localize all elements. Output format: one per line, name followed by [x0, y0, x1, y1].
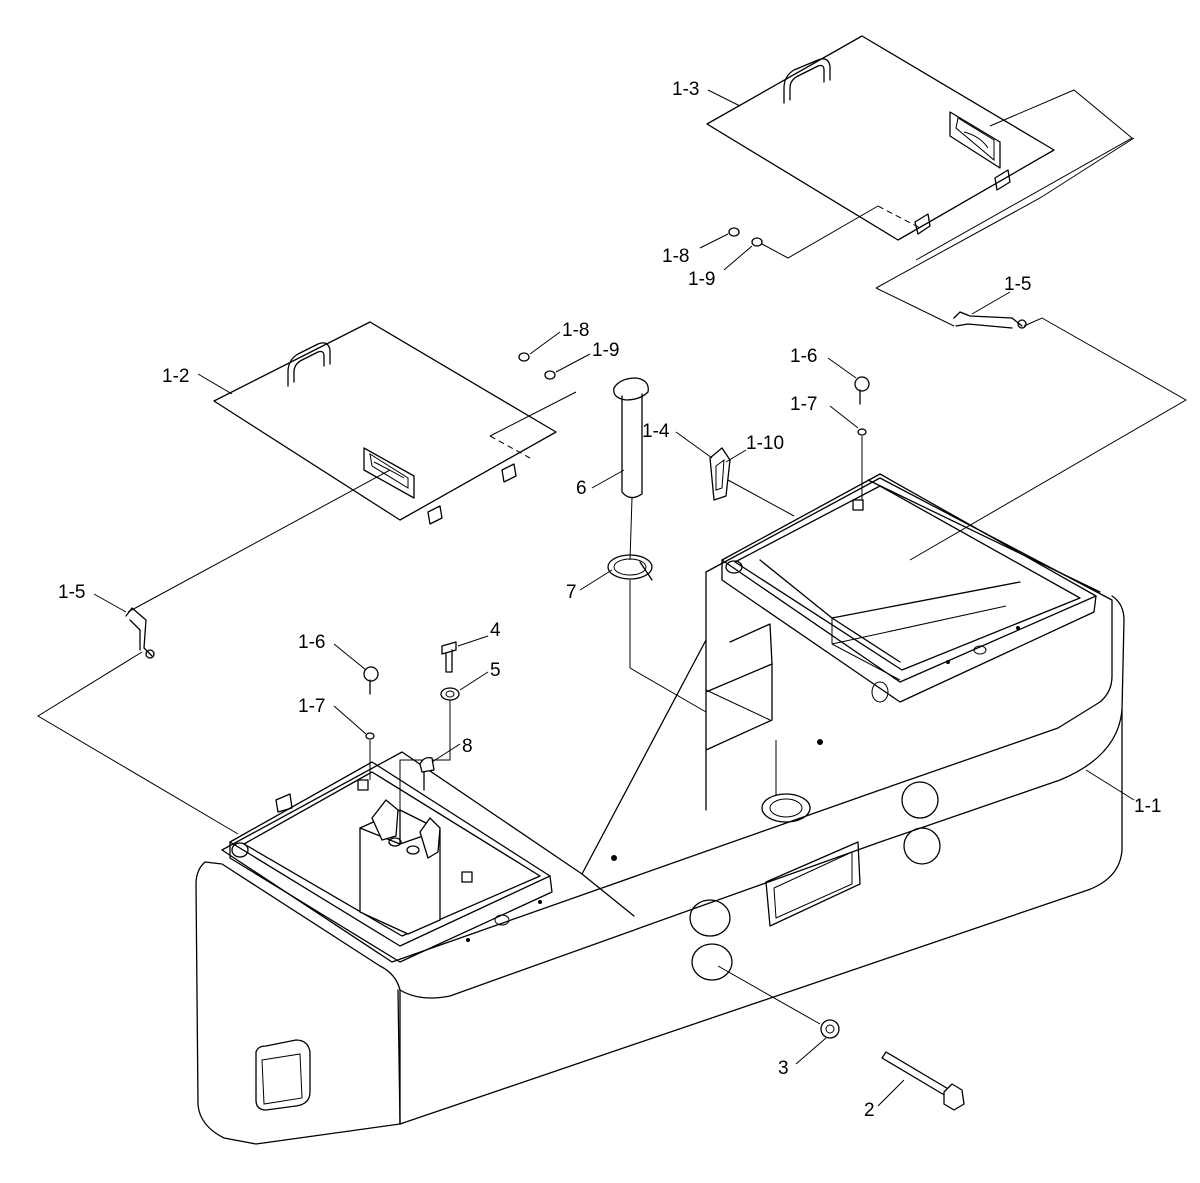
callout-8: 8: [462, 736, 473, 757]
ring-clip-7: [607, 554, 653, 581]
left-compartment: [229, 761, 553, 963]
callout-1-5: 1-5: [58, 582, 85, 603]
callout-1-4: 1-4: [642, 421, 670, 442]
callout-1-8: 1-8: [662, 246, 689, 267]
callout-labels: 1-3 1-8 1-9 1-5 1-8 1-9 1-2 1-6 1-7 1-4 …: [58, 79, 1161, 1121]
callout-1-10: 1-10: [746, 433, 784, 454]
callout-1-6: 1-6: [298, 632, 325, 653]
front-holes: [611, 681, 941, 981]
callout-1-5: 1-5: [1004, 274, 1031, 295]
callout-7: 7: [566, 582, 577, 603]
counterweight-body: [195, 477, 1125, 1145]
hardware-bits: [37, 137, 1188, 1111]
pin-6: [613, 377, 777, 796]
callout-1-9: 1-9: [688, 269, 715, 290]
callout-1-7: 1-7: [298, 696, 325, 717]
leader-lines: [93, 89, 1135, 1107]
callout-1-6: 1-6: [790, 346, 817, 367]
lid-1-3: [706, 35, 1133, 261]
callout-1-8: 1-8: [562, 320, 589, 341]
callout-1-2: 1-2: [162, 366, 189, 387]
callout-1-1: 1-1: [1134, 796, 1161, 817]
callout-3: 3: [778, 1058, 789, 1079]
callout-2: 2: [864, 1100, 875, 1121]
right-compartment: [721, 473, 1101, 703]
latch-1-10: [709, 447, 795, 517]
lid-1-2: [213, 321, 577, 525]
callout-5: 5: [490, 660, 501, 681]
callout-4: 4: [490, 620, 501, 641]
callout-6: 6: [576, 478, 587, 499]
callout-1-3: 1-3: [672, 79, 699, 100]
callout-1-9: 1-9: [592, 340, 619, 361]
callout-1-7: 1-7: [790, 394, 817, 415]
